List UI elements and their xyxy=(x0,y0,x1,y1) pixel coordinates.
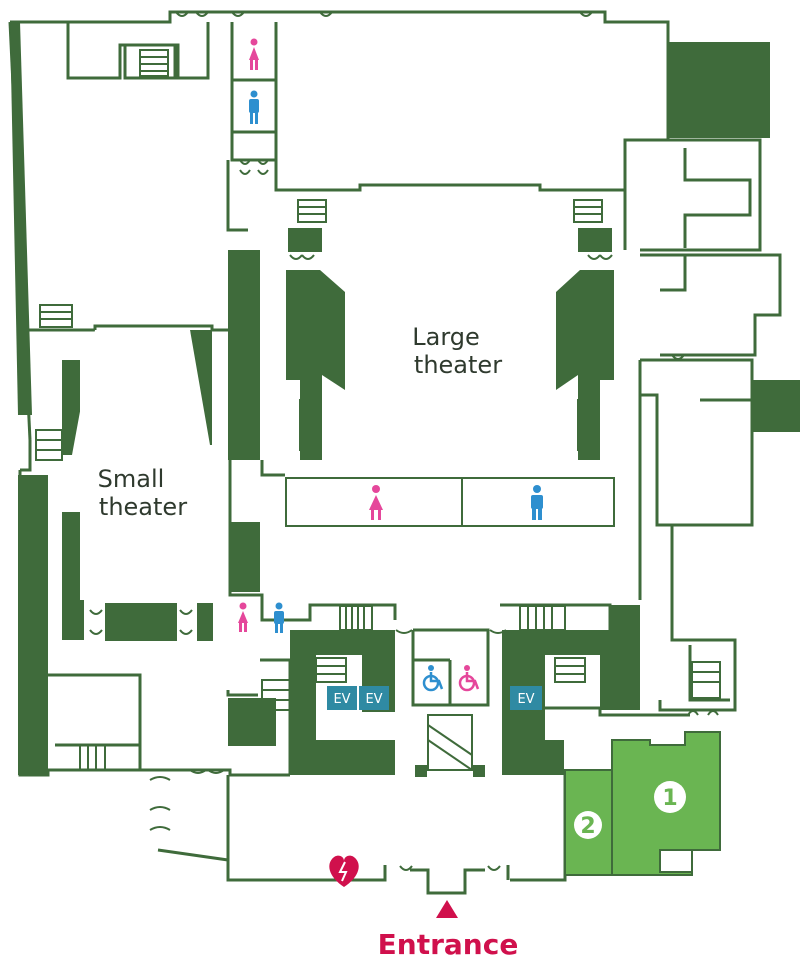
aed-heart-icon[interactable] xyxy=(329,855,359,887)
solid-blocks xyxy=(10,22,800,777)
large-theater xyxy=(285,200,615,527)
accessible-restroom-icon xyxy=(422,665,444,692)
small-theater-label: Small xyxy=(98,465,165,493)
male-restroom-icon xyxy=(249,90,259,124)
large-theater-label: Large xyxy=(412,323,480,351)
area-2-number: 2 xyxy=(580,814,595,839)
stairs xyxy=(35,49,721,771)
triangle-up-icon xyxy=(436,900,458,918)
elevator-1: EV xyxy=(327,686,357,710)
entrance-label[interactable]: Entrance xyxy=(378,928,519,960)
svg-text:EV: EV xyxy=(365,692,382,707)
numbered-area-2[interactable]: 2 xyxy=(564,769,613,876)
elevator-2: EV xyxy=(359,686,389,710)
male-restroom-icon xyxy=(274,602,284,633)
female-restroom-icon xyxy=(369,485,383,520)
svg-text:EV: EV xyxy=(333,692,350,707)
numbered-area-1[interactable]: 1 xyxy=(611,731,721,876)
accessible-restroom-icon xyxy=(458,665,480,692)
large-theater-label: theater xyxy=(414,351,502,379)
small-theater-label: theater xyxy=(99,493,187,521)
female-restroom-icon xyxy=(238,602,248,632)
doors xyxy=(89,11,719,871)
female-restroom-icon xyxy=(249,38,259,70)
svg-text:EV: EV xyxy=(517,692,534,707)
area-1-number: 1 xyxy=(662,786,677,811)
male-restroom-icon xyxy=(531,485,543,520)
small-theater xyxy=(72,330,210,600)
elevator-3: EV xyxy=(510,686,542,710)
